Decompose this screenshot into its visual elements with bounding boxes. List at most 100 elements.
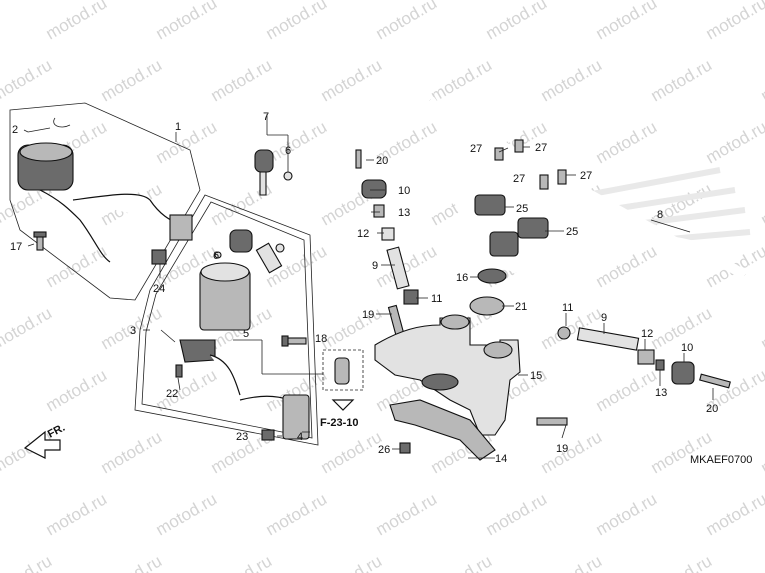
watermark-text: motod.ru <box>263 489 331 539</box>
callout-13b: 13 <box>655 387 667 399</box>
callout-8: 8 <box>657 209 663 221</box>
watermark-text: motod.ru <box>98 551 166 573</box>
callout-12b: 12 <box>641 328 653 340</box>
callout-27d: 27 <box>580 170 592 182</box>
stem-cap <box>477 268 507 284</box>
callout-25a: 25 <box>516 203 528 215</box>
watermark-text: motod.ru <box>648 427 716 477</box>
watermark-text: motod.ru <box>593 365 661 415</box>
bar-end-assembly <box>557 326 731 389</box>
watermark-text: motod.ru <box>43 241 111 291</box>
callout-9a: 9 <box>372 260 378 272</box>
watermark-text: motod.ru <box>593 117 661 167</box>
watermark-text: motod.ru <box>428 551 496 573</box>
ignition-key <box>254 149 293 196</box>
callout-17: 17 <box>10 241 22 253</box>
watermark-text: motod.ru <box>263 0 331 43</box>
callout-22: 22 <box>166 388 178 400</box>
callout-20a: 20 <box>376 155 388 167</box>
watermark-text: motod.ru <box>208 551 276 573</box>
watermark-text: motod.ru <box>703 117 765 167</box>
watermark-text: motod.ru <box>98 55 166 105</box>
watermark-text: motod.ru <box>483 0 551 43</box>
callout-11a: 11 <box>431 293 442 305</box>
watermark-text: motod.ru <box>758 179 765 229</box>
reference-box <box>322 349 364 411</box>
bolt-18 <box>281 335 307 347</box>
watermark-text: motod.ru <box>208 55 276 105</box>
callout-18: 18 <box>315 333 327 345</box>
reference-label: F-23-10 <box>320 417 359 429</box>
ignition-group-outline <box>134 194 319 446</box>
watermark-text: motod.ru <box>0 427 55 477</box>
callout-27a: 27 <box>470 143 482 155</box>
watermark-text: motod.ru <box>43 489 111 539</box>
watermark-text: motod.ru <box>153 117 221 167</box>
callout-15: 15 <box>530 370 542 382</box>
callout-19a: 19 <box>362 309 374 321</box>
callout-13a: 13 <box>398 207 410 219</box>
watermark-text: motod.ru <box>483 489 551 539</box>
watermark-text: motod.ru <box>43 0 111 43</box>
callout-3: 3 <box>130 325 136 337</box>
callout-9b: 9 <box>601 312 607 324</box>
callout-11b: 11 <box>562 302 573 314</box>
callout-14: 14 <box>495 453 507 465</box>
ignition-group-inner-outline <box>141 201 313 439</box>
top-bridge-small-parts <box>355 149 419 336</box>
callout-26: 26 <box>378 444 390 456</box>
callout-6b: 6 <box>213 250 219 262</box>
bolt-19-lower <box>536 417 568 426</box>
callout-27c: 27 <box>513 173 525 185</box>
callout-6a: 6 <box>285 145 291 157</box>
callout-25b: 25 <box>566 226 578 238</box>
watermark-text: motod.ru <box>0 303 55 353</box>
front-label: FR. <box>46 422 67 441</box>
watermark-text: motod.ru <box>318 551 386 573</box>
watermark-text: motod.ru <box>373 489 441 539</box>
callout-16: 16 <box>456 272 468 284</box>
watermark-text: motod.ru <box>153 489 221 539</box>
holder-bolts <box>494 139 567 190</box>
mount-bracket <box>389 399 496 461</box>
watermark-text: motod.ru <box>0 551 55 573</box>
watermark-text: motod.ru <box>318 55 386 105</box>
watermark-text: motod.ru <box>758 551 765 573</box>
callout-10a: 10 <box>398 185 410 197</box>
watermark-text: motod.ru <box>758 427 765 477</box>
screw-17 <box>33 231 47 251</box>
watermark-text: motod.ru <box>428 55 496 105</box>
watermark-text: motod.ru <box>648 551 716 573</box>
wire-clip <box>27 127 51 133</box>
callout-24: 24 <box>153 283 165 295</box>
watermark-text: motod.ru <box>98 427 166 477</box>
watermark-text: motod.ru <box>318 427 386 477</box>
handlebar-holders <box>474 194 549 257</box>
watermark-text: motod.ru <box>373 0 441 43</box>
callout-10b: 10 <box>681 342 693 354</box>
watermark-text: motod.ru <box>758 55 765 105</box>
bolt-26 <box>399 442 411 454</box>
callout-7: 7 <box>263 111 269 123</box>
leader-lines <box>23 114 714 459</box>
watermark-text: motod.ru <box>538 551 606 573</box>
callout-19b: 19 <box>556 443 568 455</box>
front-direction-arrow <box>23 430 61 459</box>
ignition-switch <box>175 229 310 441</box>
watermark-text: motod.ru <box>758 303 765 353</box>
watermark-text: motod.ru <box>703 489 765 539</box>
watermark-text: motod.ru <box>593 0 661 43</box>
watermark-text: motod.ru <box>648 55 716 105</box>
watermark-text: motod.ru <box>593 489 661 539</box>
watermark-text: motod.ru <box>703 0 765 43</box>
left-switch-group-outline <box>9 102 201 301</box>
watermark-text: motod.ru <box>0 55 55 105</box>
callout-23: 23 <box>236 431 248 443</box>
watermark-text: motod.ru <box>153 0 221 43</box>
callout-27b: 27 <box>535 142 547 154</box>
watermark-text: motod.ru <box>538 55 606 105</box>
callout-5: 5 <box>243 328 249 340</box>
